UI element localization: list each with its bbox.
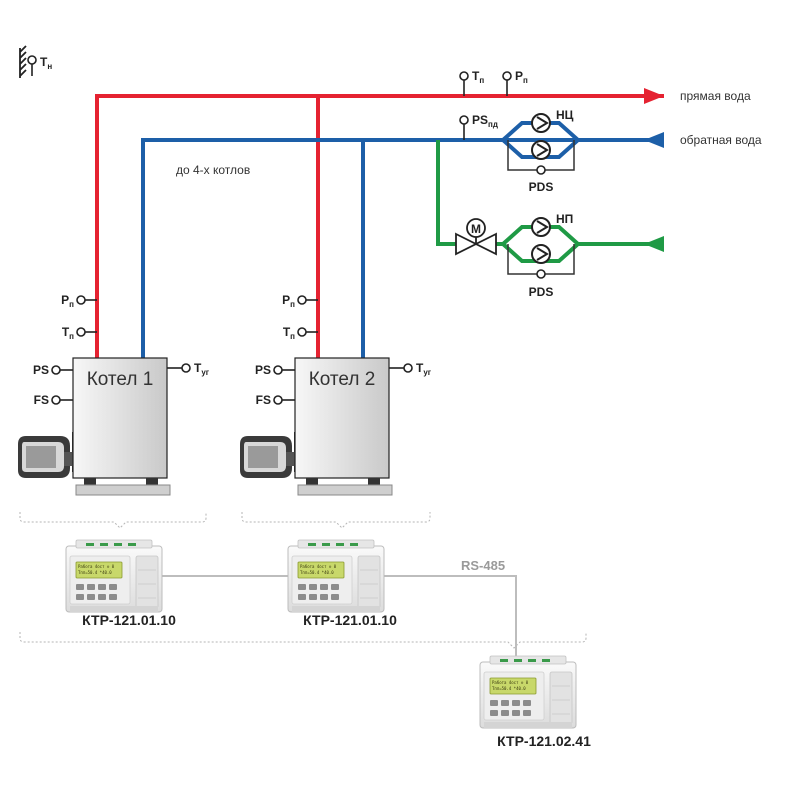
flue-temp-label: Tуг [416,361,432,377]
boiler-body [72,357,168,479]
makeup-pipe-left [436,140,464,246]
circulation-pump-label: НЦ [556,108,574,122]
circulation-pump-bypass [500,121,581,159]
boiler-title: Котел 2 [309,369,376,390]
supply-arrow-icon [644,88,664,104]
boiler-title: Котел 1 [87,369,154,390]
header-temp-label: Tп [472,69,484,85]
pump-icon [531,140,551,160]
makeup-pump-label: НП [556,212,573,226]
grouping-braces [19,512,587,649]
controller-device-icon [479,655,577,729]
flue-temp-label: Tуг [194,361,210,377]
pump-icon [531,113,551,133]
fs-sensor-label: FS [34,393,49,407]
sensor-icon [27,55,37,65]
master-controller: КТР-121.02.41 [479,655,591,749]
pump-icon [531,244,551,264]
sensor-icon [181,363,191,373]
circulation-pumps: НЦ PDS [529,108,574,194]
sensor-icon [297,295,307,305]
controller-boiler-1: КТР-121.01.10 [65,539,176,628]
controller-boiler-2: КТР-121.01.10 [287,539,397,628]
motor-valve: M [455,218,497,256]
return-pressure-switch: PSпд [459,113,498,140]
controller-model-label: КТР-121.01.10 [82,612,176,628]
motor-label: M [471,222,481,236]
makeup-pumps: НП PDS [529,212,574,299]
ps-sensor-label: PS [33,363,49,377]
makeup-arrow-icon [644,236,664,252]
makeup-pipes [436,140,664,279]
rs485-bus-segment-2 [378,575,517,662]
controller-device-icon [65,539,163,613]
return-arrow-icon [644,132,664,148]
header-temp-sensor: Tп [459,69,484,96]
return-ps-label: PSпд [472,113,498,129]
sensor-icon [273,395,283,405]
return-main-pipe [141,138,664,358]
sensor-icon [76,327,86,337]
makeup-pds-label: PDS [529,285,554,299]
sensor-icon [297,327,307,337]
controller-device-icon [287,539,385,613]
sensor-icon [502,71,512,81]
motor-icon [466,218,486,238]
boiler-count-note: до 4-х котлов [176,163,250,177]
fs-sensor-label: FS [256,393,271,407]
header-pressure-sensor: Pп [502,69,528,96]
return-pipes [141,121,664,358]
sensor-icon [51,395,61,405]
sensor-icon [76,295,86,305]
wall-hatch-icon [19,45,27,78]
supply-main-pipe [95,94,664,358]
sensor-icon [459,71,469,81]
controllers-brace [19,632,587,649]
return-water-label: обратная вода [680,133,762,147]
pressure-sensor-label: Pп [61,293,74,309]
boiler-1: Котел 1 Pп Tп PS FS Tуг [18,293,210,496]
boiler-body [294,357,390,479]
temp-sensor-label: Tп [283,325,295,341]
rs485-label: RS-485 [461,558,505,573]
temp-sensor-label: Tп [62,325,74,341]
master-controller-label: КТР-121.02.41 [497,733,591,749]
supply-pipes [95,88,664,358]
controller-model-label: КТР-121.01.10 [303,612,397,628]
pump-icon [531,217,551,237]
sensor-icon [273,365,283,375]
sensor-icon [459,115,469,125]
circulation-pds-label: PDS [529,180,554,194]
boiler-1-brace [19,512,207,529]
pressure-sensor-label: Pп [282,293,295,309]
supply-water-label: прямая вода [680,89,751,103]
boiler-2: Котел 2 Pп Tп PS FS Tуг [240,293,432,496]
ps-sensor-label: PS [255,363,271,377]
sensor-icon [403,363,413,373]
outdoor-temp-sensor: Tн [19,45,52,78]
outdoor-temp-label: Tн [40,55,52,71]
header-pressure-label: Pп [515,69,528,85]
sensor-icon [51,365,61,375]
boiler-2-brace [241,512,431,529]
